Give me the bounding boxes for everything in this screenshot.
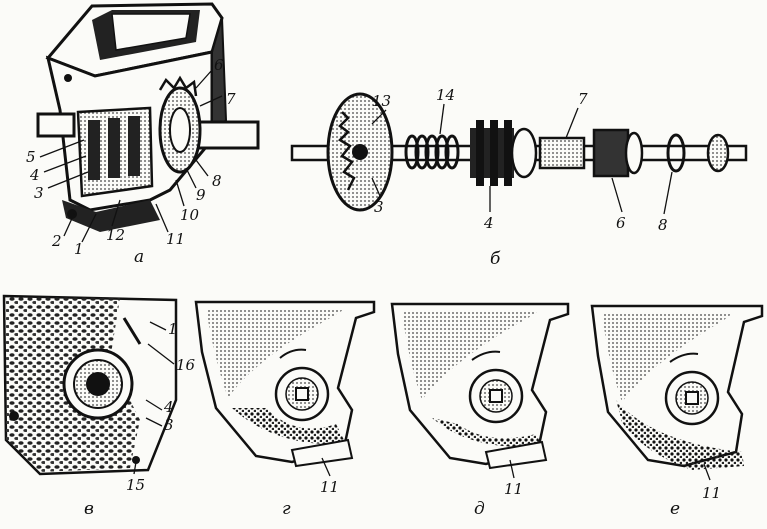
callout-a-7: 11: [166, 230, 185, 248]
callout-b-7: 8: [658, 216, 668, 234]
callout-d-11: 11: [504, 480, 523, 498]
callout-a-3: 3: [34, 184, 44, 202]
callout-b-6: 6: [616, 214, 626, 232]
callout-v-2: 16: [176, 356, 196, 374]
panel-g-section: 11: [194, 300, 376, 496]
panel-label-a: а: [134, 247, 144, 267]
panel-a-assembly: [36, 2, 260, 243]
callout-a-11: 7: [226, 90, 236, 108]
callout-a-4: 2: [51, 232, 62, 250]
panel-label-v: в: [84, 499, 94, 519]
callout-v-5: 15: [126, 476, 145, 494]
panel-label-e: е: [670, 499, 680, 519]
callout-v-3: 4: [163, 398, 174, 416]
callout-g-11: 11: [320, 478, 339, 496]
callout-b-5: 7: [578, 90, 588, 108]
callout-a-8: 10: [180, 206, 200, 224]
callout-v-1: 1: [168, 320, 178, 338]
panel-b-callouts: 13 14 3 4 7 6 8: [372, 86, 668, 234]
panel-e-section: 11: [590, 304, 764, 502]
callout-a-12: 6: [214, 56, 224, 74]
callout-e-11: 11: [702, 484, 721, 502]
callout-a-2: 4: [29, 166, 40, 184]
callout-a-6: 12: [106, 226, 125, 244]
callout-b-2: 14: [436, 86, 455, 104]
panel-b-exploded-shaft: [290, 92, 748, 215]
callout-a-1: 5: [26, 148, 36, 166]
panel-label-g: г: [282, 499, 291, 519]
panel-v-filled-box: [2, 294, 178, 476]
callout-a-5: 1: [74, 240, 84, 258]
panel-label-d: д: [474, 499, 485, 519]
panel-a-callouts: 5 4 3 2 1 12 11 10 9 8 7 6: [26, 56, 236, 258]
callout-v-4: 3: [164, 416, 174, 434]
callout-a-9: 9: [196, 186, 206, 204]
panel-d-section: 11: [390, 302, 570, 498]
callout-b-3: 3: [374, 198, 384, 216]
panel-label-b: б: [490, 249, 501, 269]
callout-a-10: 8: [212, 172, 222, 190]
callout-b-1: 13: [372, 92, 391, 110]
callout-b-4: 4: [483, 214, 494, 232]
panel-v-callouts: 1 16 4 3 15: [126, 320, 196, 494]
